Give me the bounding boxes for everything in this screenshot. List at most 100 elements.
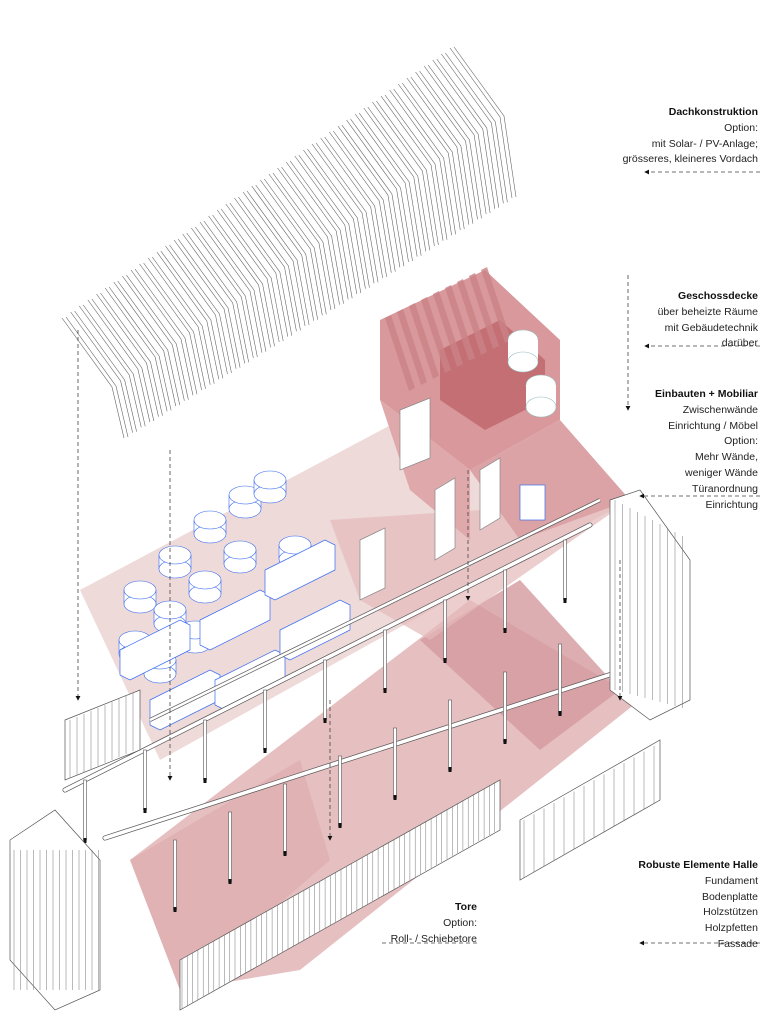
purlin [149, 498, 601, 722]
cabinet [199, 589, 271, 651]
rafter-edge [372, 101, 435, 247]
furniture [118, 397, 546, 731]
label-line: Option: [443, 916, 477, 929]
rafter [242, 190, 310, 327]
rafter-edge [358, 112, 422, 256]
rafter-edge [220, 208, 284, 342]
post-foot [263, 748, 267, 753]
rafter [320, 136, 387, 279]
rafter [173, 238, 241, 369]
rafter [277, 166, 344, 305]
rafter [432, 58, 500, 209]
rafter-edge [329, 131, 392, 273]
post-foot [443, 658, 447, 663]
label-robuste-elemente: Robuste Elemente Halle Fundament Bodenpl… [638, 858, 758, 953]
post-foot [173, 907, 177, 912]
post-foot [283, 851, 287, 856]
ceiling-beam [397, 309, 427, 385]
post-foot [338, 823, 342, 828]
rafter [216, 208, 284, 343]
rafter [346, 118, 413, 263]
rafter-edge [315, 142, 379, 283]
rafter-edge [441, 53, 504, 204]
post-foot [558, 711, 562, 716]
partition-wall [479, 457, 501, 531]
label-line: Holzstützen [703, 906, 758, 919]
partition-wall [434, 477, 456, 561]
leader-lines [75, 169, 760, 946]
rafter-edge [122, 275, 185, 401]
label-line: weniger Wände [685, 466, 758, 479]
rafter [113, 280, 181, 407]
rafter-edge [208, 215, 271, 348]
label-line: Einrichtung / Möbel [668, 419, 758, 432]
rafter-edge [436, 58, 500, 208]
table-top [123, 580, 157, 600]
rafter-edge [91, 298, 155, 422]
rafter [449, 46, 517, 199]
round-table [123, 580, 157, 614]
label-line: darüber [721, 337, 758, 350]
rafter-edge [139, 263, 202, 391]
rafter-edge [363, 107, 427, 252]
post [338, 755, 342, 827]
rafter-edge [173, 239, 237, 369]
rafter-edge [238, 196, 301, 331]
rafter-edge [74, 310, 137, 432]
rafter-edge [419, 70, 482, 219]
hall-structure [62, 498, 643, 912]
label-title: Robuste Elemente Halle [638, 859, 758, 871]
post [503, 569, 507, 631]
label-line: Holzpfetten [704, 922, 758, 935]
rafter [329, 130, 396, 273]
rafter-edge [427, 64, 491, 214]
ceiling-beam [481, 267, 511, 343]
rafter-edge [272, 172, 336, 310]
rafter-edge [186, 232, 250, 363]
rafter [423, 64, 491, 215]
table-top [223, 540, 257, 560]
post-foot [563, 598, 567, 603]
rafter-edge [203, 220, 267, 352]
rafter-edge [83, 304, 146, 427]
rafter-edge [298, 154, 362, 294]
rafter [70, 310, 137, 433]
rafter-edge [393, 88, 456, 235]
rafter-edge [113, 281, 177, 407]
table-top [253, 470, 287, 490]
post [228, 811, 232, 883]
rafter-edge [415, 71, 478, 220]
rafter-edge [406, 77, 470, 225]
post [173, 839, 177, 911]
rafter-edge [65, 316, 129, 438]
rafter-edge [281, 166, 344, 304]
partition-wall [359, 527, 386, 601]
post-foot [143, 808, 147, 813]
rafter [234, 196, 301, 332]
rafter-edge [449, 47, 513, 199]
rafter-edge [376, 100, 439, 246]
rafter-edge [384, 94, 448, 240]
rafter [130, 268, 198, 396]
rafter-edge [410, 76, 474, 224]
end-facade-left [9, 809, 101, 1011]
label-line: mit Solar- / PV-Anlage; [651, 137, 758, 150]
rafter-edge [289, 160, 353, 299]
rafter-edge [242, 191, 306, 327]
post [558, 643, 562, 715]
purlin [63, 523, 592, 792]
rafter-edge [389, 89, 452, 236]
rafter [380, 94, 448, 241]
rafter-edge [177, 238, 241, 368]
rafter [337, 124, 405, 268]
rafter-edge [108, 286, 172, 411]
table-top [158, 545, 192, 565]
rafter-edge [264, 178, 327, 315]
purlin [103, 663, 642, 840]
label-line: Option: [724, 435, 758, 448]
rafter [363, 106, 431, 252]
rafter [354, 112, 422, 257]
cabinet [264, 539, 336, 601]
rafter [441, 52, 508, 204]
round-table [188, 570, 222, 604]
